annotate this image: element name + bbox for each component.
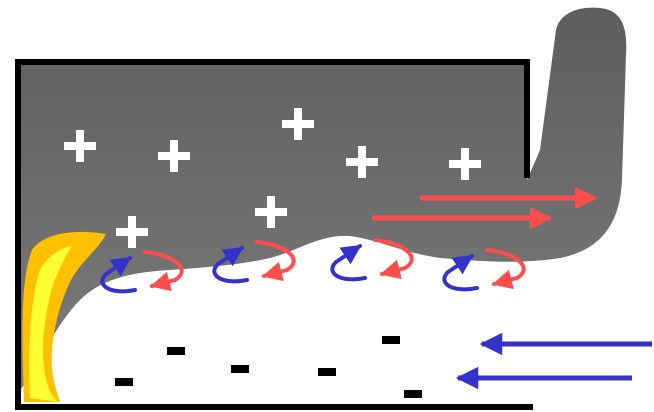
curved-arrow-icon-pair (100, 250, 184, 294)
red-curved-arrow-icon (143, 250, 184, 292)
minus-sign-icon (404, 390, 422, 398)
plus-sign-icon (346, 146, 378, 178)
blue-curved-arrow-icon (330, 244, 367, 282)
hot-gas-outflow (372, 186, 598, 230)
red-curved-arrow-icon (373, 238, 414, 280)
positive-charges (64, 108, 481, 248)
curved-arrow-icon-pair (330, 238, 414, 282)
minus-sign-icon (382, 336, 400, 344)
curved-arrow-icon-pair (212, 240, 296, 284)
plus-sign-icon (158, 140, 190, 172)
plus-sign-icon (282, 108, 314, 140)
minus-sign-icon (231, 365, 249, 373)
minus-sign-icon (318, 368, 336, 376)
interface-eddies (100, 238, 526, 294)
plus-sign-icon (64, 130, 96, 162)
blue-curved-arrow-icon (442, 254, 479, 292)
red-curved-arrow-icon (255, 240, 296, 282)
curved-arrow-icon-pair (442, 248, 526, 292)
plus-sign-icon (449, 148, 481, 180)
plus-sign-icon (255, 196, 287, 228)
plus-sign-icon (116, 216, 148, 248)
flame-icon (22, 231, 106, 402)
red-curved-arrow-icon (485, 248, 526, 290)
blue-curved-arrow-icon (100, 256, 137, 294)
minus-sign-icon (115, 378, 133, 386)
room-wall-outline (15, 59, 533, 410)
cold-air-inflow (455, 332, 652, 390)
blue-curved-arrow-icon (212, 246, 249, 284)
minus-sign-icon (167, 347, 185, 355)
negative-charges (115, 336, 422, 398)
smoke-layer (20, 7, 627, 390)
